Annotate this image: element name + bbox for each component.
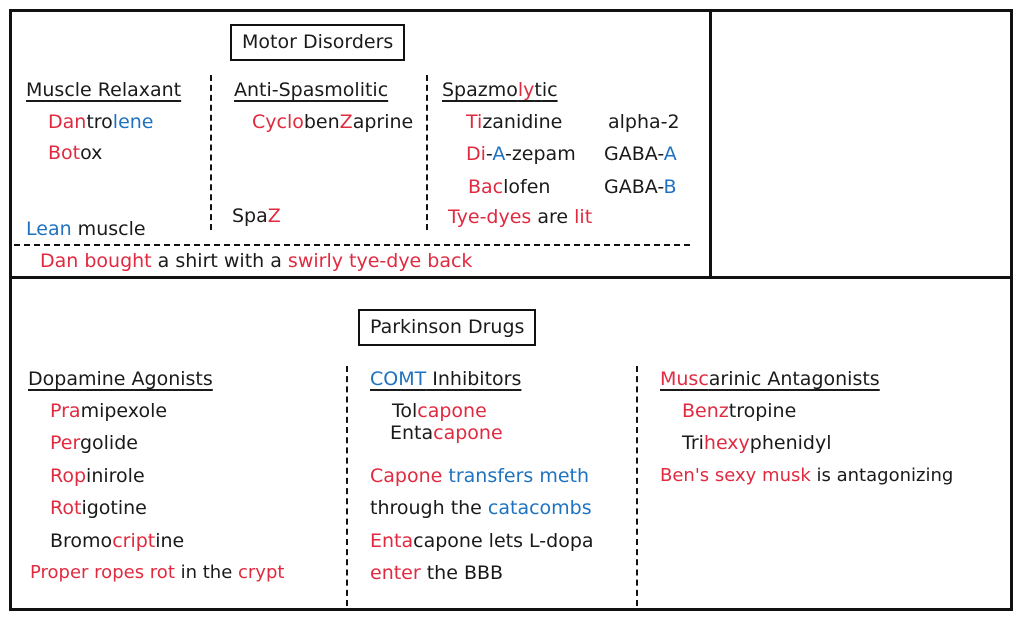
comt-mnemonic-line3: Entacapone lets L-dopa <box>370 530 594 552</box>
baclofen-class: GABA-B <box>604 176 677 198</box>
dopamine-mnemonic: Proper ropes rot in the crypt <box>30 562 285 583</box>
parkinson-drugs-title: Parkinson Drugs <box>358 309 537 346</box>
motor-divider-horizontal <box>14 244 690 246</box>
trihexyphenidyl-item: Trihexyphenidyl <box>682 432 832 454</box>
botox-item: Botox <box>48 142 103 164</box>
pramipexole-item: Pramipexole <box>50 400 168 422</box>
dopamine-agonists-heading: Dopamine Agonists <box>28 368 213 390</box>
tizanidine-item: Tizanidine <box>466 111 563 133</box>
muscarinic-antagonists-heading: Muscarinic Antagonists <box>660 368 880 390</box>
rotigotine-item: Rotigotine <box>50 497 147 519</box>
muscle-relaxant-mnemonic: Lean muscle <box>26 218 146 240</box>
comt-mnemonic-line2: through the catacombs <box>370 497 592 519</box>
cyclobenzaprine-item: CyclobenZaprine <box>252 111 414 133</box>
parkinson-divider-1 <box>346 366 348 606</box>
comt-mnemonic-line1: Capone transfers meth <box>370 465 590 487</box>
baclofen-item: Baclofen <box>468 176 551 198</box>
empty-panel <box>709 9 1013 279</box>
entacapone-item: Entacapone <box>390 422 503 444</box>
pergolide-item: Pergolide <box>50 432 138 454</box>
muscle-relaxant-heading: Muscle Relaxant <box>26 79 182 101</box>
motor-divider-2 <box>426 75 428 230</box>
benztropine-item: Benztropine <box>682 400 797 422</box>
tolcapone-item: Tolcapone <box>392 400 487 422</box>
motor-divider-1 <box>210 75 212 230</box>
bromocriptine-item: Bromocriptine <box>50 530 185 552</box>
comt-inhibitors-heading: COMT Inhibitors <box>370 368 522 390</box>
dantrolene-item: Dantrolene <box>48 111 154 133</box>
muscarinic-mnemonic: Ben's sexy musk is antagonizing <box>660 465 954 486</box>
ropinirole-item: Ropinirole <box>50 465 145 487</box>
tizanidine-class: alpha-2 <box>608 111 680 133</box>
diazepam-class: GABA-A <box>604 143 677 165</box>
comt-mnemonic-line4: enter the BBB <box>370 562 504 584</box>
diazepam-item: Di-A-zepam <box>466 143 576 165</box>
parkinson-divider-2 <box>636 366 638 606</box>
anti-spasmolitic-heading: Anti-Spasmolitic <box>234 79 389 101</box>
spazmolytic-heading: Spazmolytic <box>442 79 558 101</box>
spazmolytic-mnemonic: Tye-dyes are lit <box>448 206 593 228</box>
motor-summary-mnemonic: Dan bought a shirt with a swirly tye-dye… <box>40 250 473 272</box>
anti-spasmolitic-mnemonic: SpaZ <box>232 205 281 227</box>
parkinson-drugs-panel <box>9 276 1013 611</box>
motor-disorders-title: Motor Disorders <box>230 24 406 61</box>
